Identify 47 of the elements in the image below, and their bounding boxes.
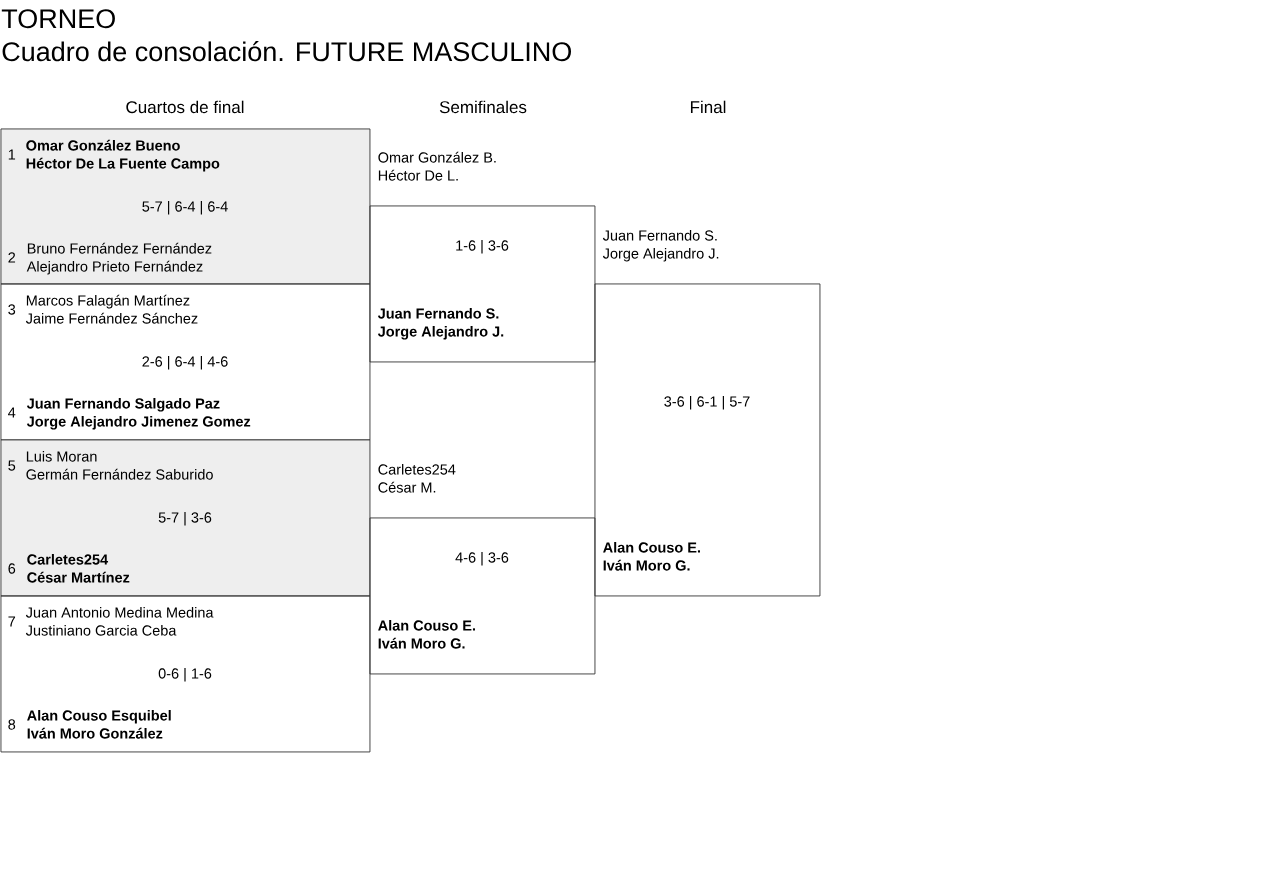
seed-number: 5: [8, 460, 16, 471]
player-name: Iván Moro G.: [603, 559, 690, 571]
score: 4-6 | 3-6: [455, 552, 509, 566]
player-name: Jorge Alejandro J.: [377, 326, 504, 340]
player-name: Héctor De L.: [378, 169, 458, 181]
seed-number: 8: [8, 719, 16, 730]
player-name: Alan Couso Esquibel: [27, 710, 171, 724]
player-name: Omar González Bueno: [26, 139, 180, 151]
player-name: Iván Moro G.: [378, 637, 465, 649]
seed-number: 7: [8, 616, 16, 627]
player-name: Jaime Fernández Sánchez: [25, 312, 198, 324]
score: 3-6 | 6-1 | 5-7: [664, 396, 750, 410]
player-name: Luis Moran: [26, 451, 97, 462]
player-name: Jorge Alejandro Jimenez Gomez: [26, 416, 251, 430]
column-heading: Semifinales: [439, 100, 527, 114]
score: 1-6 | 3-6: [456, 240, 509, 254]
seed-number: 3: [8, 304, 16, 315]
player-name: Carletes254: [27, 554, 109, 565]
subtitle: Cuadro de consolación. FUTURE MASCULINO: [2, 41, 571, 62]
seed-number: 2: [8, 252, 16, 263]
player-name: Juan Fernando S.: [377, 308, 499, 319]
player-name: Alan Couso E.: [378, 620, 475, 631]
player-name: Germán Fernández Saburido: [26, 468, 213, 480]
player-name: César M.: [378, 481, 436, 493]
player-name: Alejandro Prieto Fernández: [26, 260, 203, 275]
score: 5-7 | 3-6: [158, 512, 212, 526]
player-name: Héctor De La Fuente Campo: [26, 157, 220, 172]
title: TORNEO: [1, 9, 115, 29]
seed-number: 1: [8, 149, 16, 160]
player-name: Carletes254: [378, 464, 456, 475]
score: 2-6 | 6-4 | 4-6: [142, 356, 228, 370]
player-name: Iván Moro González: [27, 727, 163, 739]
player-name: César Martínez: [27, 571, 130, 583]
player-name: Omar González B.: [378, 151, 496, 163]
player-name: Marcos Falagán Martínez: [26, 294, 190, 309]
player-name: Juan Fernando S.: [602, 230, 717, 241]
player-name: Bruno Fernández Fernández: [27, 242, 212, 254]
player-name: Alan Couso E.: [603, 542, 700, 553]
score: 5-7 | 6-4 | 6-4: [142, 201, 228, 215]
player-name: Juan Fernando Salgado Paz: [26, 398, 220, 412]
player-name: Jorge Alejandro J.: [602, 248, 719, 262]
column-heading: Final: [691, 100, 726, 114]
player-name: Justiniano Garcia Ceba: [25, 625, 177, 636]
seed-number: 4: [8, 407, 16, 418]
player-name: Juan Antonio Medina Medina: [25, 607, 214, 618]
seed-number: 6: [8, 563, 16, 574]
score: 0-6 | 1-6: [158, 668, 212, 682]
